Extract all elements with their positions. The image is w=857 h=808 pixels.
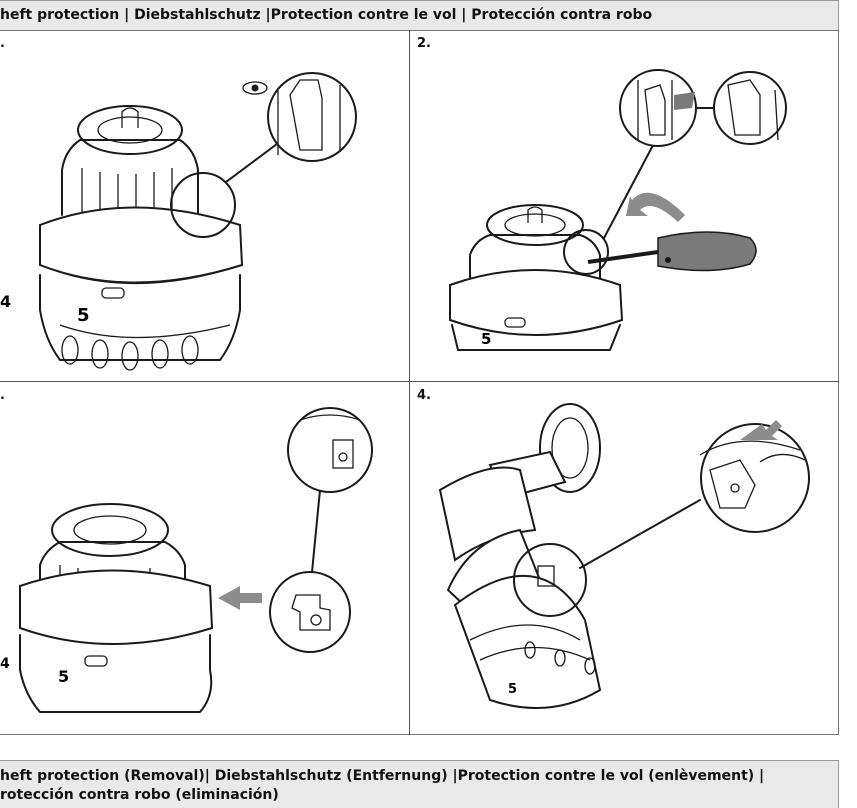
knob-number-label: 5 [77, 305, 90, 326]
knob-number-label: 5 [508, 682, 518, 697]
step-label-3: . [0, 388, 5, 403]
eye-icon [242, 81, 268, 95]
grid-divider-vertical [409, 30, 410, 735]
side-number-label: 4 [0, 656, 10, 672]
step-label-1: . [0, 36, 5, 51]
step-label-4: 4. [417, 388, 431, 403]
knob-number-label: 5 [58, 667, 70, 686]
section-header: heft protection | Diebstahlschutz |Prote… [0, 0, 839, 31]
thermostat-illustration-3 [19, 407, 373, 713]
grid-divider-horizontal [0, 381, 839, 382]
removal-title-line1: heft protection (Removal)| Diebstahlschu… [0, 768, 765, 784]
instruction-grid [0, 30, 839, 735]
arrow-icon [626, 192, 685, 222]
thermostat-illustration-1 [39, 72, 357, 371]
section-title: heft protection | Diebstahlschutz |Prote… [0, 7, 653, 23]
screwdriver-icon [587, 231, 757, 272]
arrow-icon [740, 420, 782, 440]
thermostat-illustration-4 [438, 403, 810, 709]
removal-title-line2: rotección contra robo (eliminación) [0, 787, 279, 803]
knob-number-label: 5 [481, 330, 492, 348]
arrow-icon [218, 586, 262, 610]
step-label-2: 2. [417, 36, 431, 51]
removal-section-header: heft protection (Removal)| Diebstahlschu… [0, 760, 839, 808]
thermostat-illustration-2 [449, 69, 787, 351]
side-number-label: 4 [0, 292, 12, 311]
